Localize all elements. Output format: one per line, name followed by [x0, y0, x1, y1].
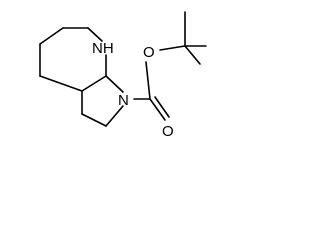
bond-c7a-c3a: [81, 75, 107, 92]
atom-label-nh: NH: [92, 40, 114, 57]
piperidine-ring: [39, 27, 107, 92]
bond-carbonyl-oester: [145, 61, 151, 100]
bond-c3-c2r: [81, 113, 107, 127]
atom-label-n: N: [118, 92, 129, 109]
boc-group: [133, 11, 207, 121]
bond-oester-cq: [159, 45, 186, 51]
bond-cq-methyl-down: [184, 45, 201, 65]
bond-carbonyl-double-1: [149, 98, 166, 121]
atom-label-o-ester: O: [143, 44, 155, 61]
bond-carbonyl-double-2: [154, 96, 170, 118]
bond-c1-c6: [39, 27, 64, 45]
bond-c3a-c2: [39, 75, 83, 92]
bond-c5-nh: [87, 27, 103, 42]
bond-n-c7a: [105, 75, 124, 93]
atom-label-o-carbonyl: O: [162, 123, 174, 139]
bond-c2r-n: [105, 105, 124, 127]
pyrrolidine-ring: [81, 75, 124, 127]
chemical-structure: NH N O O: [39, 11, 207, 139]
